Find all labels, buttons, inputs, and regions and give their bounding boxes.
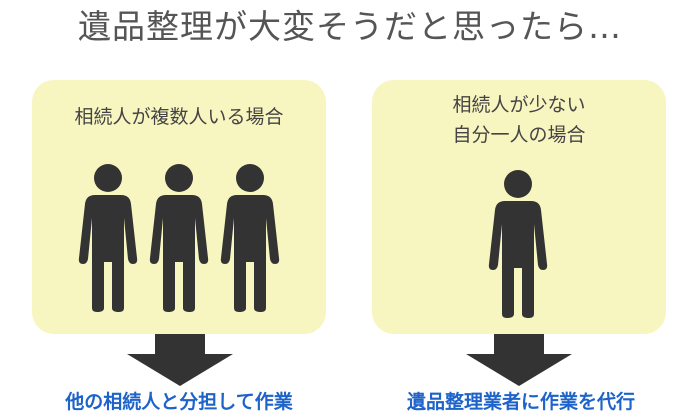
result-hire-service: 遺品整理業者に作業を代行	[406, 391, 635, 413]
card-label-line: 相続人が少ない	[452, 94, 586, 116]
card-label-multiple-heirs: 相続人が複数人いる場合	[74, 106, 284, 128]
person-icon	[149, 162, 209, 312]
card-multiple-heirs: 相続人が複数人いる場合	[32, 80, 326, 334]
arrow-down-icon	[127, 334, 233, 386]
person-icon	[78, 162, 138, 312]
page-title: 遺品整理が大変そうだと思ったら…	[78, 7, 622, 46]
person-icon	[220, 162, 280, 312]
card-label-single-heir: 相続人が少ない 自分一人の場合	[372, 90, 666, 150]
card-single-heir: 相続人が少ない 自分一人の場合	[372, 80, 666, 334]
arrow-down-icon	[466, 334, 572, 386]
card-label-line: 自分一人の場合	[452, 124, 586, 146]
result-share-work: 他の相続人と分担して作業	[65, 391, 293, 413]
person-icon	[488, 168, 548, 318]
